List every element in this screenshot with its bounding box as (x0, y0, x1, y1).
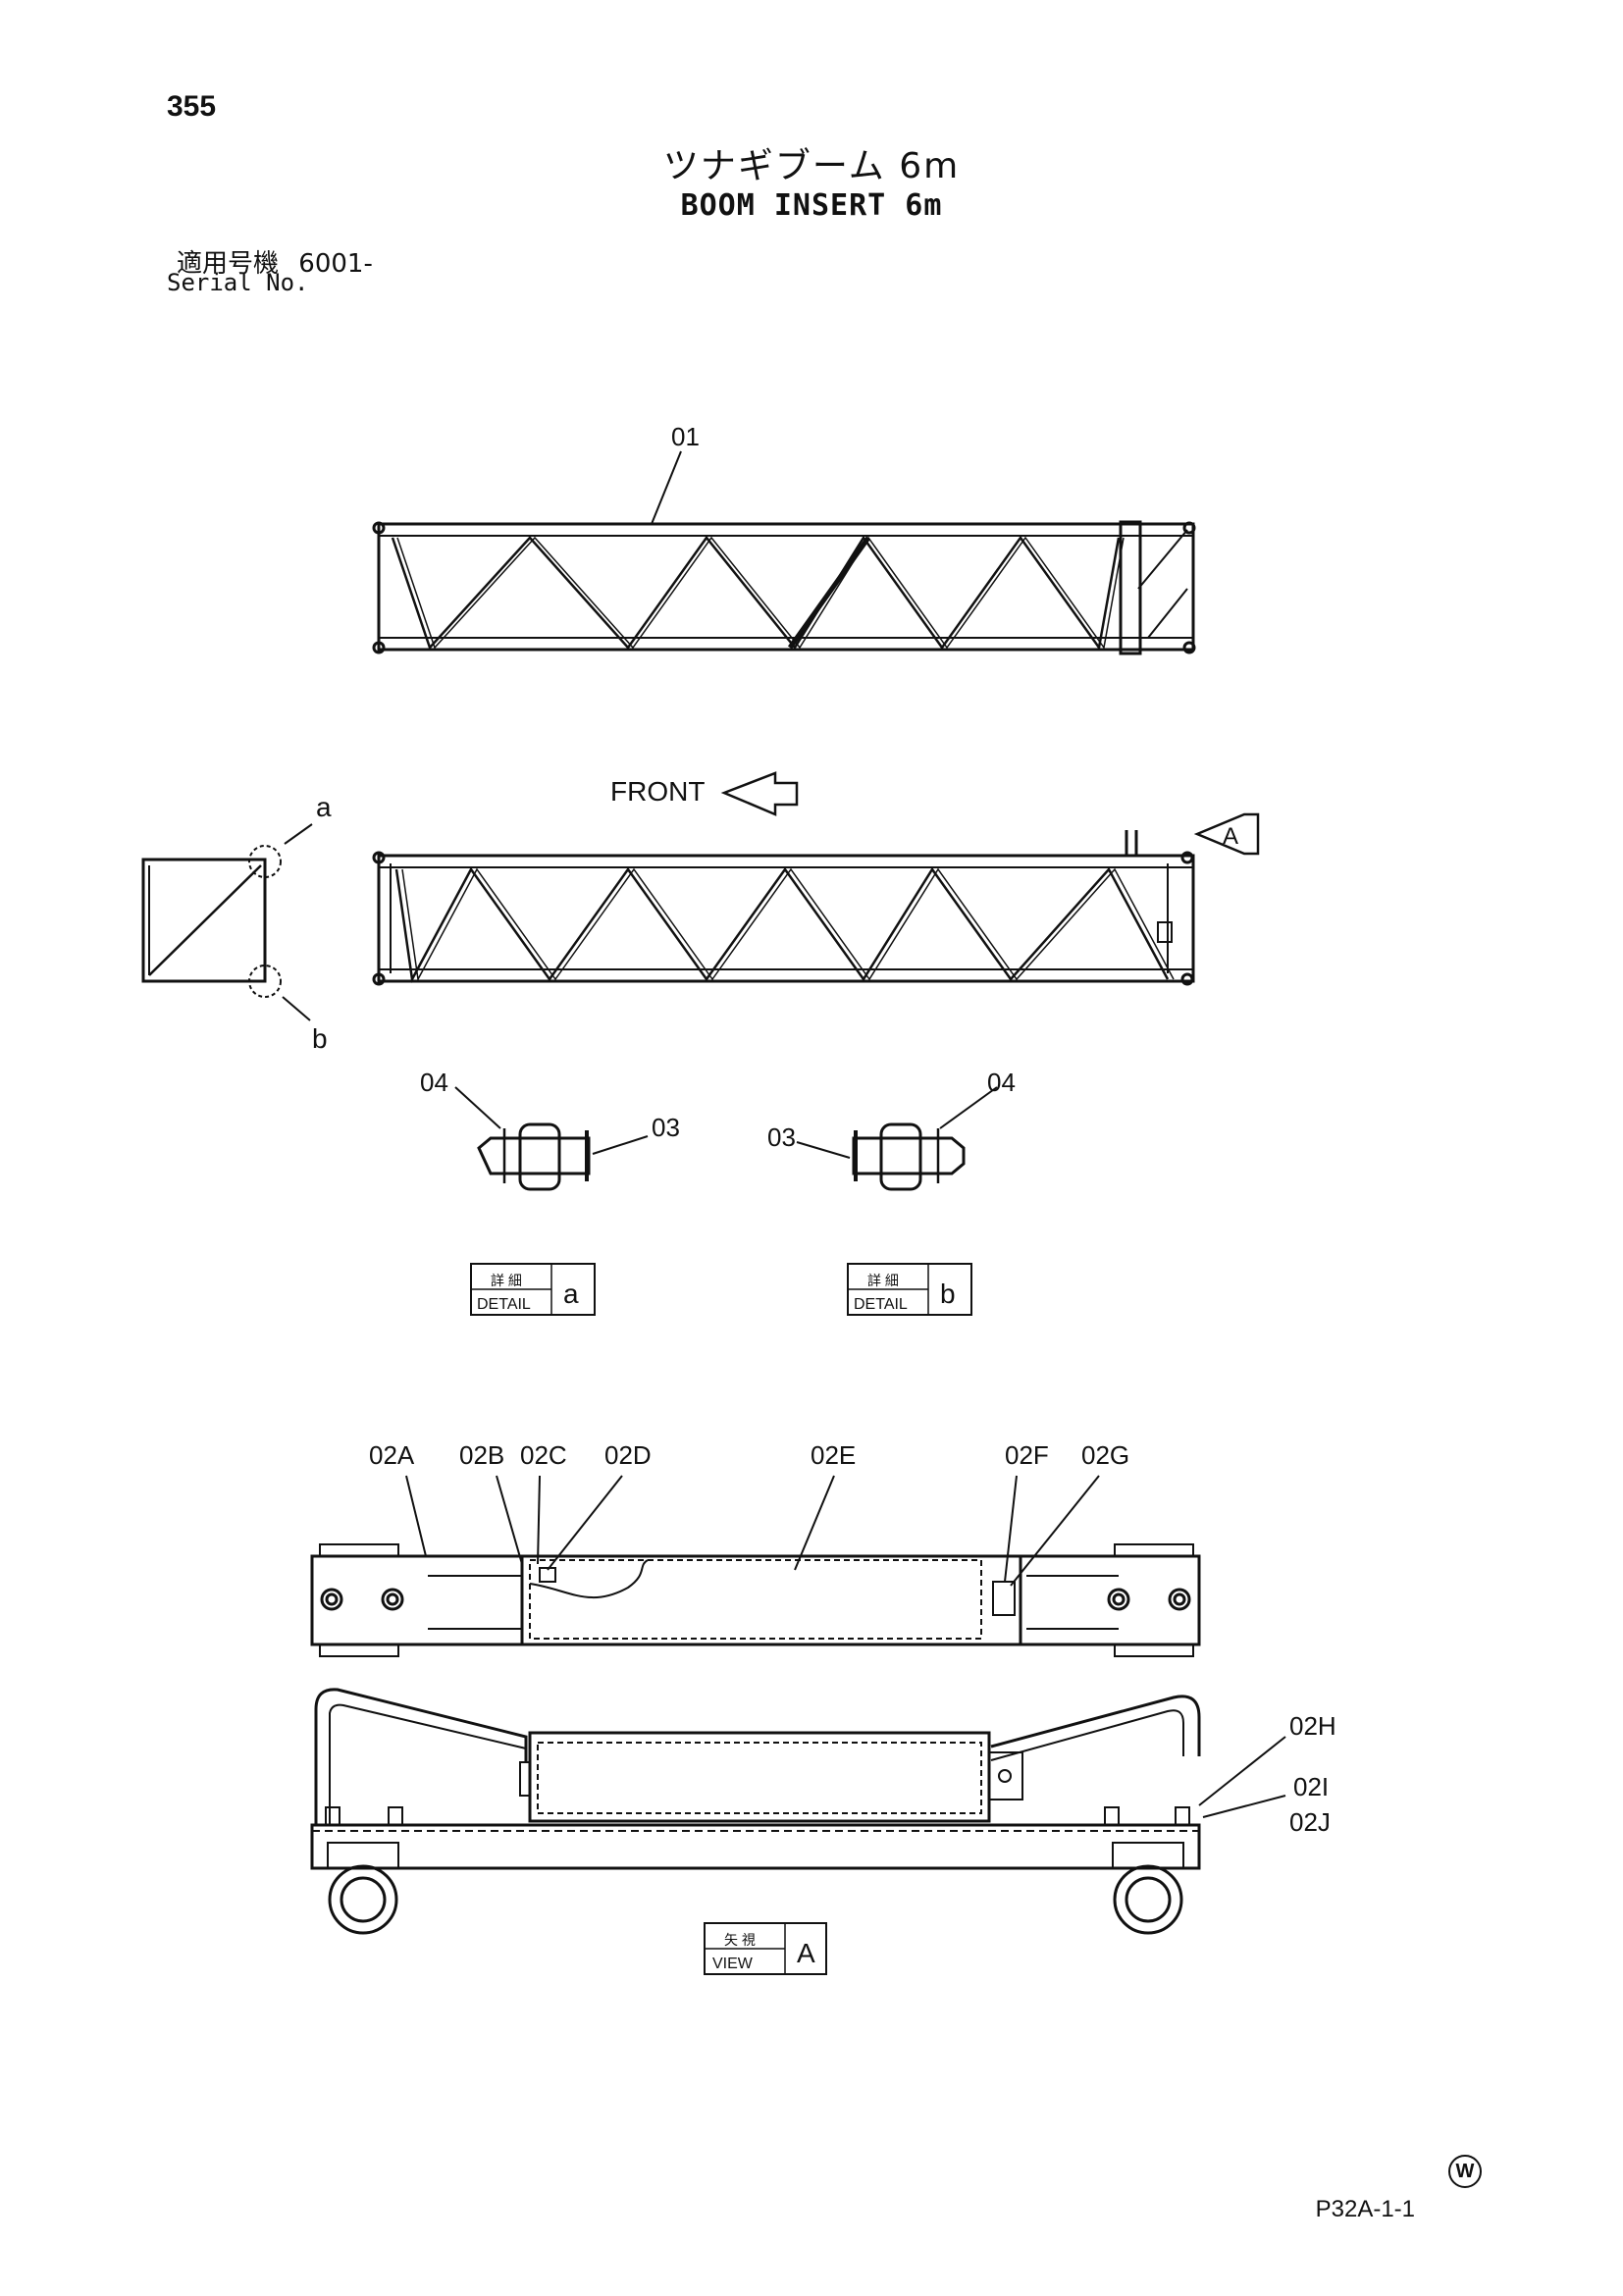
title-english: BOOM INSERT 6m (680, 188, 943, 223)
detail-b-pin (796, 1086, 998, 1191)
title-japanese: ツナギブーム 6m (662, 146, 961, 186)
frame-top-view (310, 1475, 1201, 1657)
detail-a-circle (248, 845, 282, 878)
page-number: 355 (167, 90, 217, 123)
callout-02c: 02C (520, 1440, 567, 1470)
serial-value: 6001- (298, 249, 373, 279)
boom-cross-section (141, 823, 313, 1021)
view-a-en: VIEW (712, 1956, 754, 1972)
callout-03-b: 03 (767, 1122, 796, 1152)
detail-a-letter: a (563, 1278, 579, 1309)
view-a-arrow-icon (1193, 812, 1260, 856)
serial-label-en: Serial No. (167, 269, 309, 296)
frame-side-view (310, 1688, 1286, 1935)
detail-a-box (470, 1263, 596, 1316)
callout-04-a: 04 (420, 1068, 448, 1097)
drawing-code: P32A-1-1 (1315, 2196, 1415, 2222)
callout-02g: 02G (1081, 1440, 1129, 1470)
front-arrow-icon (720, 771, 799, 816)
detail-a-marker: a (316, 792, 332, 822)
detail-b-marker: b (312, 1023, 328, 1054)
detail-b-letter: b (940, 1278, 956, 1309)
callout-02a: 02A (369, 1440, 415, 1470)
view-a-letter: A (797, 1938, 815, 1968)
callout-02d: 02D (604, 1440, 652, 1470)
watermark-w: W (1448, 2155, 1482, 2188)
callout-02b: 02B (459, 1440, 504, 1470)
front-label: FRONT (610, 776, 705, 807)
detail-b-en: DETAIL (854, 1296, 908, 1313)
detail-a-pin (454, 1086, 649, 1191)
callout-03-a: 03 (652, 1113, 680, 1142)
detail-b-jp: 詳 細 (867, 1273, 899, 1288)
detail-b-circle (248, 965, 282, 998)
view-a-jp: 矢 視 (724, 1932, 756, 1948)
boom-plan-view (372, 830, 1195, 986)
callout-02i: 02I (1293, 1772, 1329, 1801)
callout-02j: 02J (1289, 1807, 1331, 1837)
detail-a-en: DETAIL (477, 1296, 531, 1313)
detail-a-jp: 詳 細 (491, 1273, 522, 1288)
callout-02e: 02E (811, 1440, 856, 1470)
detail-b-box (847, 1263, 972, 1316)
callout-02h: 02H (1289, 1711, 1336, 1741)
callout-01: 01 (671, 422, 700, 451)
serial-label-jp-text: 適用号機 (177, 249, 280, 279)
serial-label-jp: 適用号機 6001- (177, 243, 373, 280)
callout-02f: 02F (1005, 1440, 1049, 1470)
boom-side-view (372, 520, 1196, 655)
callout-04-b: 04 (987, 1068, 1016, 1097)
view-a-box (704, 1922, 827, 1975)
view-arrow-letter: A (1223, 823, 1238, 850)
